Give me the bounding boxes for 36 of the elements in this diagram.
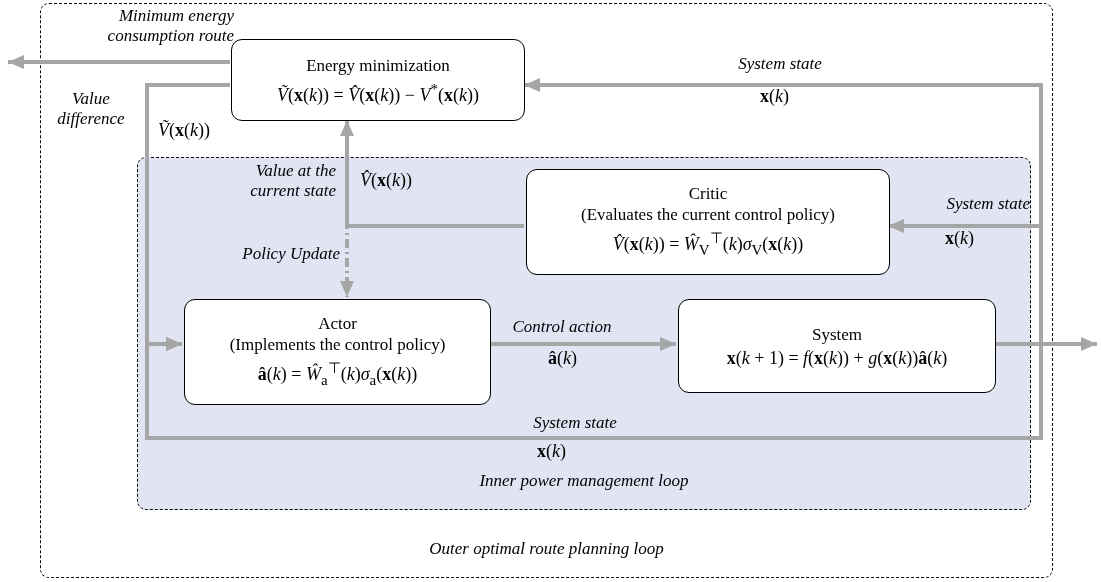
edge-label: System state xyxy=(945,194,1030,214)
edge-label: System state xyxy=(532,413,618,433)
loop-caption: Inner power management loop xyxy=(478,471,690,491)
math-label: Ṽ(x(k)) xyxy=(158,120,210,140)
box-title: System xyxy=(811,323,863,345)
edge-label: Minimum energy consumption route xyxy=(106,6,234,46)
box-title: Energy minimization xyxy=(306,54,450,76)
math-label: x(k) xyxy=(537,441,566,461)
equation: â(k) = Ŵ$_{a}$$^{⊤}$(k)σ$_{a}$(x(k)) xyxy=(257,359,418,390)
edge-label: Policy Update xyxy=(241,244,340,264)
equation: V̂(x(k)) = Ŵ$_{V}$$^{⊤}$(k)σ$_{V}$(x(k)) xyxy=(612,229,804,260)
math-label: x(k) xyxy=(760,86,789,106)
outer-loop-region xyxy=(40,3,1053,578)
math-label: V̂(x(k)) xyxy=(360,170,412,190)
math-label: â(k) xyxy=(548,348,577,368)
edge-label: Value difference xyxy=(56,89,126,129)
box-subtitle: (Implements the control policy) xyxy=(229,334,446,356)
box-subtitle: (Evaluates the current control policy) xyxy=(581,204,835,226)
inner-loop-region xyxy=(137,157,1031,510)
process-box xyxy=(231,39,525,121)
edge-label: System state xyxy=(737,54,823,74)
process-box xyxy=(678,299,996,393)
process-box xyxy=(526,169,890,275)
arrow xyxy=(8,55,230,69)
dashed-arrow xyxy=(340,224,524,297)
box-title: Critic xyxy=(688,183,728,205)
equation: x(k + 1) = f(x(k)) + g(x(k))â(k) xyxy=(726,347,948,369)
edge-label: Value at the current state xyxy=(249,161,336,201)
equation: Ṽ(x(k)) = V̂(x(k)) − V$^{*}$(x(k)) xyxy=(277,79,479,106)
arrow xyxy=(145,337,1043,440)
edge-label: Control action xyxy=(511,317,613,337)
box-title: Actor xyxy=(318,313,357,335)
loop-caption: Outer optimal route planning loop xyxy=(428,539,665,559)
process-box xyxy=(184,299,491,405)
math-label: x(k) xyxy=(945,228,974,248)
arrow xyxy=(489,337,676,351)
